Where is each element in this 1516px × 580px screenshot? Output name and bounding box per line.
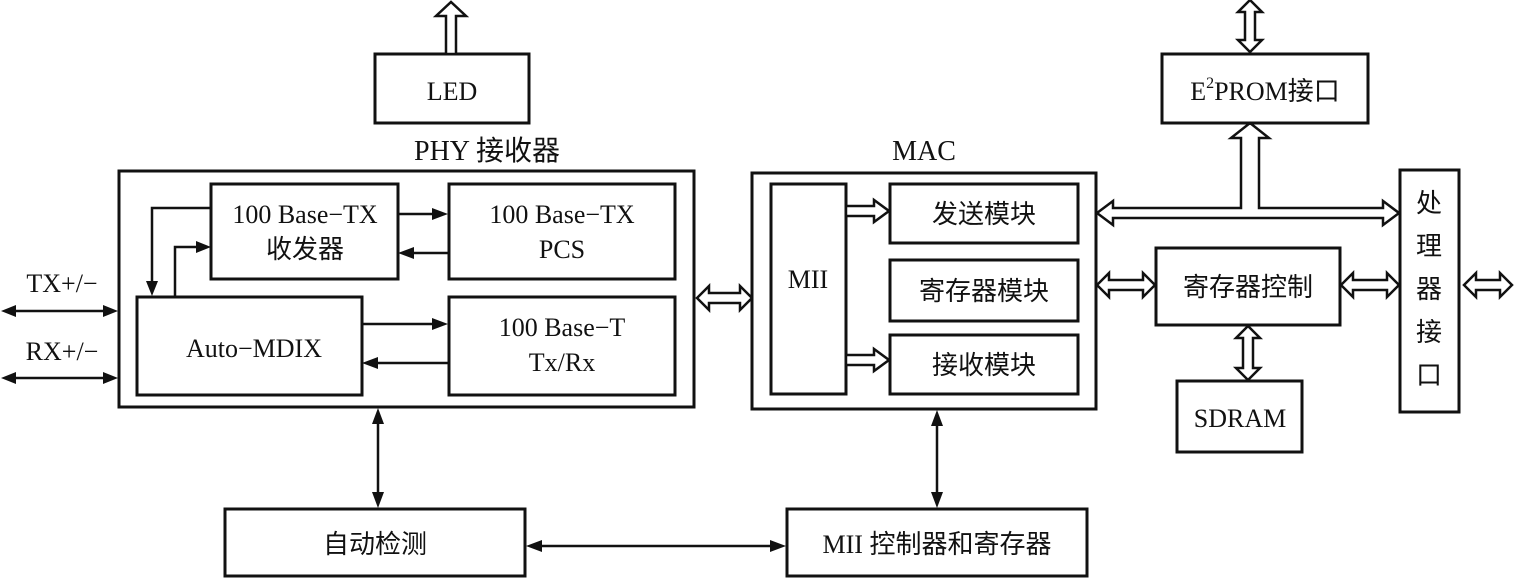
eeprom-label-sup: 2 — [1206, 75, 1214, 92]
base-t-label-2: Tx/Rx — [529, 348, 595, 377]
tx-transceiver-box — [209, 182, 400, 281]
arrowhead-icon — [146, 281, 158, 296]
led-output-arrow — [432, 0, 470, 56]
tx-pins-label: TX+/− — [26, 269, 97, 298]
processor-label-2: 理 — [1416, 232, 1442, 261]
arrowhead-icon — [103, 305, 118, 317]
mac-register-control-arrow — [1095, 269, 1157, 301]
mii-box — [769, 182, 848, 396]
register-module-label: 寄存器模块 — [919, 277, 1049, 306]
processor-interface-box — [1398, 168, 1461, 414]
receive-module-label: 接收模块 — [932, 351, 1036, 380]
register-control-box — [1154, 246, 1342, 327]
mii-controller-box — [785, 507, 1089, 578]
processor-label-4: 接 — [1416, 318, 1442, 347]
phy-receiver-title: PHY 接收器 — [414, 135, 560, 167]
arrowhead-icon — [432, 208, 448, 220]
arrowhead-icon — [770, 540, 786, 552]
base-t-box — [447, 295, 677, 397]
processor-label-5: 口 — [1416, 361, 1442, 390]
pcs-box — [447, 182, 677, 281]
send-module-label: 发送模块 — [932, 200, 1036, 229]
arrowhead-icon — [1, 305, 16, 317]
base-t-label-1: 100 Base−T — [499, 313, 626, 342]
arrowhead-icon — [362, 357, 378, 369]
arrowhead-icon — [372, 492, 384, 508]
auto-detect-box — [223, 507, 527, 578]
eeprom-top-bus-arrow — [1234, 0, 1266, 54]
tx-transceiver-label-1: 100 Base−TX — [232, 200, 378, 229]
arrowhead-icon — [196, 241, 211, 253]
arrow-mdix-to-tx — [173, 245, 198, 297]
mii-label: MII — [788, 265, 828, 294]
mii-controller-label: MII 控制器和寄存器 — [823, 530, 1052, 559]
mii-to-receive-arrow — [844, 346, 892, 374]
tx-transceiver-label-2: 收发器 — [266, 235, 344, 264]
register-control-processor-arrow — [1339, 269, 1401, 301]
processor-label-1: 处 — [1416, 189, 1442, 218]
sdram-box — [1175, 379, 1304, 454]
auto-mdix-box — [135, 295, 364, 397]
arrowhead-icon — [432, 318, 448, 330]
arrowhead-icon — [931, 410, 943, 426]
arrowhead-icon — [526, 540, 542, 552]
eeprom-interface-box — [1160, 52, 1370, 125]
eeprom-interface-label: E2PROM接口 — [1190, 75, 1340, 106]
eeprom-label-e: E — [1190, 77, 1206, 106]
receive-module-box — [888, 333, 1080, 396]
phy-mac-bus-arrow — [695, 282, 754, 314]
mac-main-bus-arrow — [1094, 121, 1402, 228]
register-control-sdram-arrow — [1232, 324, 1264, 382]
register-module-box — [888, 258, 1080, 323]
sdram-label: SDRAM — [1194, 404, 1286, 433]
eeprom-label-rest: PROM接口 — [1214, 77, 1340, 106]
led-box — [373, 52, 531, 125]
arrowhead-icon — [372, 408, 384, 424]
auto-detect-label: 自动检测 — [323, 530, 427, 559]
mii-to-send-arrow — [844, 197, 892, 225]
arrow-tx-to-mdix — [150, 206, 211, 283]
send-module-box — [888, 182, 1080, 245]
rx-pins-label: RX+/− — [26, 337, 99, 366]
pcs-label-2: PCS — [539, 235, 585, 264]
auto-mdix-label: Auto−MDIX — [186, 334, 322, 363]
arrowhead-icon — [398, 247, 414, 259]
processor-label-3: 器 — [1416, 275, 1442, 304]
register-control-label: 寄存器控制 — [1183, 273, 1313, 302]
led-label: LED — [427, 77, 478, 106]
arrowhead-icon — [931, 492, 943, 508]
processor-external-bus-arrow — [1462, 269, 1514, 301]
pcs-label-1: 100 Base−TX — [489, 200, 635, 229]
mac-title: MAC — [892, 136, 956, 167]
arrowhead-icon — [103, 372, 118, 384]
arrowhead-icon — [1, 372, 16, 384]
